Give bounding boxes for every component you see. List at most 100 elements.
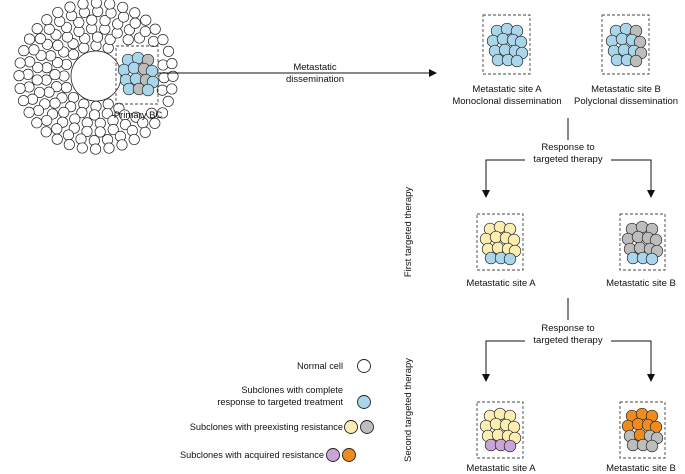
normal-cell (90, 0, 102, 9)
tumor-cell (621, 419, 635, 433)
primary-subclone-cluster (117, 51, 160, 97)
normal-cell (41, 14, 53, 26)
response-2-label-line1: Response to (541, 323, 594, 334)
normal-cell (49, 69, 61, 81)
legend-complete-label-line1: Subclones with complete (241, 385, 343, 395)
normal-cell (51, 133, 63, 145)
site-a-top-cluster (486, 22, 529, 68)
normal-cell (40, 126, 52, 138)
normal-cell (51, 81, 63, 93)
normal-cell (166, 83, 178, 95)
primary-cluster-box (115, 45, 159, 105)
legend: Normal cell Subclones with complete resp… (180, 359, 374, 462)
tumor-cell (629, 54, 643, 68)
normal-cell (32, 61, 44, 74)
tumor-cell (510, 54, 524, 68)
normal-cell (34, 86, 46, 98)
normal-cell (129, 7, 141, 19)
normal-cell (60, 82, 72, 94)
tumor-cell (503, 439, 517, 453)
site-a-bottom-cluster (479, 407, 522, 453)
normal-cell (45, 50, 57, 62)
site-a-top-label-line2: Monoclonal dissemination (452, 96, 561, 107)
normal-cell (76, 107, 88, 119)
normal-cell (156, 84, 168, 96)
normal-cell (149, 117, 161, 129)
site-b-top-label-line1: Metastatic site B (591, 84, 661, 95)
legend-complete-label-line2: response to targeted treatment (217, 397, 343, 407)
normal-cell (78, 42, 90, 54)
normal-cell (104, 0, 116, 10)
legend-acquired-label: Subclones with acquired resistance (180, 450, 324, 460)
normal-cell (162, 95, 174, 107)
tumor-cell (645, 252, 659, 266)
normal-cell (31, 117, 43, 129)
tumor-cell (605, 34, 619, 48)
normal-cell (51, 123, 63, 135)
site-b-top-cluster (605, 22, 648, 68)
normal-cell (23, 106, 35, 118)
response-1-right-arrow (611, 159, 655, 198)
normal-cell (18, 45, 30, 57)
legend-complete-swatch (357, 395, 371, 409)
normal-cell (52, 6, 64, 19)
normal-cell (149, 23, 161, 35)
primary-tumor: Primary BC (13, 0, 179, 155)
site-a-mid-label: Metastatic site A (466, 278, 536, 289)
first-therapy-label: First targeted therapy (403, 187, 414, 278)
normal-cell (67, 48, 79, 61)
legend-normal-swatch (357, 359, 371, 373)
normal-cell (77, 0, 89, 10)
site-b-mid-cluster (621, 220, 664, 266)
normal-cell (156, 107, 169, 119)
normal-cell (139, 25, 151, 38)
normal-cell (103, 142, 115, 154)
normal-cell (140, 14, 152, 26)
dissemination-label-line2: dissemination (286, 74, 344, 85)
site-a-bottom-label: Metastatic site A (466, 463, 536, 474)
normal-cell (49, 97, 61, 109)
tumor-cell (117, 63, 131, 77)
normal-cell (167, 70, 179, 82)
tumor-cell (479, 419, 493, 433)
normal-cell (117, 1, 129, 13)
legend-preexisting-yellow-swatch (344, 420, 358, 434)
response-2-label-line2: targeted therapy (533, 335, 602, 346)
normal-cell (116, 139, 128, 151)
normal-cell (63, 139, 75, 151)
normal-cell (102, 98, 114, 110)
legend-preexisting-label: Subclones with preexisting resistance (190, 422, 343, 432)
normal-cell (146, 107, 158, 119)
site-a-top-label-line1: Metastatic site A (472, 84, 542, 95)
second-therapy-label: Second targeted therapy (403, 358, 414, 462)
normal-cell (41, 114, 53, 127)
site-a-mid-box (476, 213, 524, 271)
tumor-cell (621, 232, 635, 246)
site-a-bottom-box (476, 401, 524, 459)
normal-cell (28, 44, 40, 56)
normal-cell (26, 93, 39, 105)
normal-cell (34, 33, 46, 45)
tumor-cell (503, 252, 517, 266)
normal-cell (128, 133, 140, 146)
normal-cell (43, 86, 55, 98)
normal-cell (51, 57, 64, 69)
normal-cell (118, 11, 130, 23)
legend-preexisting-grey-swatch (360, 420, 374, 434)
normal-cell (107, 124, 119, 136)
site-a-mid-cluster (479, 220, 522, 266)
normal-cells (13, 0, 179, 155)
response-1-left-arrow (482, 159, 525, 198)
normal-cell (43, 23, 55, 35)
site-b-bottom-label: Metastatic site B (606, 463, 676, 474)
normal-cell (58, 106, 70, 118)
normal-cell (61, 31, 73, 43)
normal-cell (147, 35, 160, 48)
normal-cell (166, 58, 178, 70)
normal-cell (94, 126, 106, 138)
legend-normal-label: Normal cell (297, 361, 343, 371)
normal-cell (90, 143, 102, 155)
site-b-top-box (601, 14, 650, 75)
normal-cell (162, 45, 175, 57)
